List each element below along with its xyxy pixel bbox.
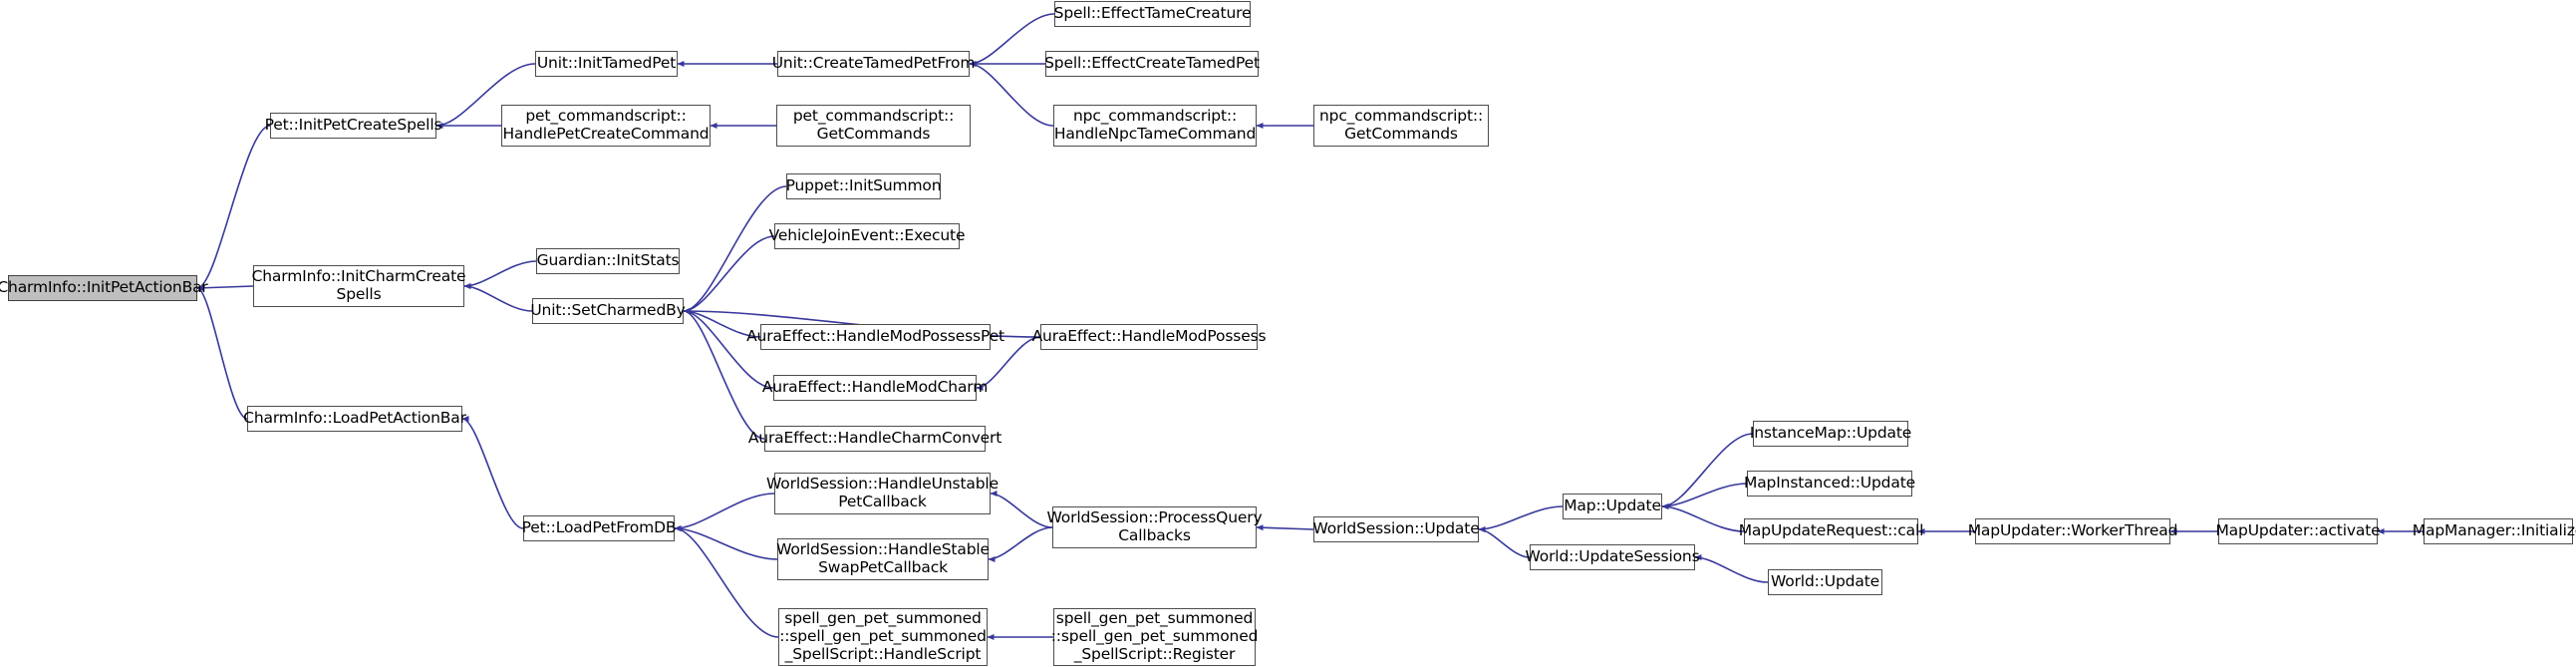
graph-node[interactable]: pet_commandscript:: GetCommands [776,105,971,147]
graph-node[interactable]: Unit::CreateTamedPetFrom [772,51,975,77]
graph-edge [683,185,787,315]
graph-node[interactable]: Spell::EffectCreateTamedPet [1044,51,1260,77]
graph-node[interactable]: spell_gen_pet_summoned ::spell_gen_pet_s… [778,608,988,666]
graph-node[interactable]: Map::Update [1563,494,1662,519]
graph-node[interactable]: Pet::LoadPetFromDB [522,515,677,541]
graph-node[interactable]: Unit::InitTamedPet [535,51,678,77]
graph-node[interactable]: MapManager::Initialize [2413,518,2576,544]
graph-edge [674,524,779,638]
graph-node[interactable]: WorldSession::HandleStable SwapPetCallba… [776,538,990,580]
graph-node[interactable]: CharmInfo::InitCharmCreate Spells [252,265,466,307]
graph-node[interactable]: World::UpdateSessions [1525,544,1700,570]
graph-edge [196,125,271,292]
graph-edge [1694,553,1769,583]
graph-node[interactable]: npc_commandscript:: GetCommands [1313,105,1489,147]
graph-node[interactable]: WorldSession::ProcessQuery Callbacks [1047,506,1263,548]
graph-node[interactable]: MapUpdater::WorkerThread [1968,518,2177,544]
graph-node[interactable]: Guardian::InitStats [536,248,680,274]
graph-edge [1661,483,1748,510]
graph-edge [463,260,537,290]
graph-node[interactable]: Puppet::InitSummon [786,173,942,199]
graph-node[interactable]: Pet::InitPetCreateSpells [265,113,442,139]
graph-edge [969,13,1055,68]
graph-edge [683,235,775,315]
graph-node[interactable]: AuraEffect::HandleModCharm [762,375,988,401]
graph-node[interactable]: Spell::EffectTameCreature [1054,1,1252,27]
graph-edge [674,493,775,532]
graph-edge [1478,505,1564,533]
graph-edge [1661,433,1754,510]
graph-edge [988,526,1053,563]
graph-node[interactable]: CharmInfo::LoadPetActionBar [243,406,466,432]
graph-edge [1661,502,1745,532]
graph-edge [1256,524,1314,531]
graph-edge [674,524,778,560]
graph-node[interactable]: npc_commandscript:: HandleNpcTameCommand [1053,105,1257,147]
graph-edge [461,415,524,529]
graph-node[interactable]: WorldSession::Update [1312,516,1480,542]
graph-node[interactable]: MapUpdater::activate [2215,518,2381,544]
graph-edge [1478,525,1531,558]
graph-node[interactable]: Unit::SetCharmedBy [530,298,686,324]
graph-node[interactable]: AuraEffect::HandleModPossess [1032,324,1267,350]
graph-edge [990,490,1053,528]
graph-node[interactable]: WorldSession::HandleUnstable PetCallback [766,473,999,514]
graph-edge [196,284,248,420]
graph-node: CharmInfo::InitPetActionBar [0,275,208,301]
graph-node[interactable]: spell_gen_pet_summoned ::spell_gen_pet_s… [1051,608,1258,666]
graph-edge [969,60,1054,127]
graph-node[interactable]: pet_commandscript:: HandlePetCreateComma… [501,105,711,147]
graph-node[interactable]: MapInstanced::Update [1744,471,1915,497]
graph-edge [463,282,533,312]
graph-node[interactable]: AuraEffect::HandleCharmConvert [748,426,1002,452]
graph-node[interactable]: InstanceMap::Update [1750,421,1911,447]
graph-node[interactable]: World::Update [1768,569,1882,595]
graph-node[interactable]: VehicleJoinEvent::Execute [769,223,966,249]
graph-node[interactable]: MapUpdateRequest::call [1739,518,1923,544]
graph-node[interactable]: AuraEffect::HandleModPossessPet [746,324,1004,350]
